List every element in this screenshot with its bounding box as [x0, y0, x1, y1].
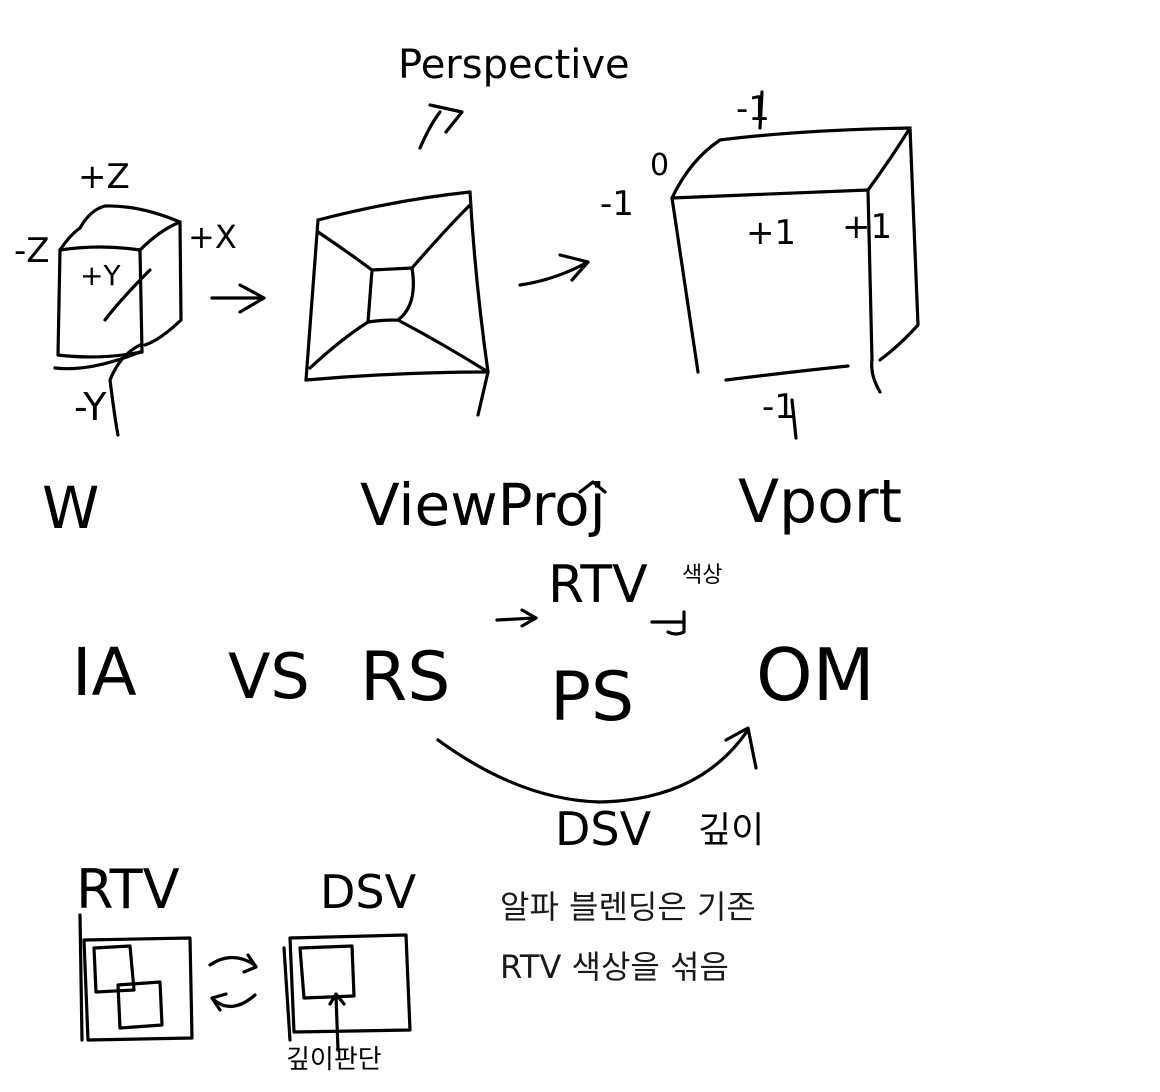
dsv-curve-arrow — [436, 726, 758, 804]
rtv-arrows — [495, 608, 686, 636]
dsv-buffer-label: DSV — [320, 865, 417, 919]
arrow-viewproj-to-viewport — [518, 253, 590, 287]
stage-vs: VS — [228, 640, 310, 713]
viewport-corner-plus-inner: +1 — [746, 213, 796, 253]
dsv-buffer-box — [282, 933, 412, 1052]
viewport-corner-origin: 0 — [650, 148, 669, 183]
stage-ps: PS — [550, 658, 634, 737]
caret-mark — [578, 480, 607, 494]
stage-ia: IA — [72, 634, 137, 711]
rtv-buffer-box — [78, 913, 194, 1042]
alpha-blend-note-line1: 알파 블렌딩은 기존 — [500, 888, 756, 926]
dsv-depth-note: 깊이 — [698, 810, 764, 851]
world-cube — [53, 204, 183, 437]
viewport-corner-left: -1 — [600, 184, 634, 224]
axis-plus-x: +X — [188, 218, 237, 256]
dsv-path-label: DSV — [555, 802, 652, 856]
viewport-label: Vport — [738, 467, 902, 537]
viewport-corner-bottom: -1 — [762, 387, 796, 427]
axis-minus-z: -Z — [14, 231, 50, 271]
stage-rs: RS — [360, 638, 450, 717]
stage-om: OM — [756, 633, 875, 717]
axis-minus-y: -Y — [74, 385, 107, 429]
axis-plus-y: +Y — [80, 259, 121, 292]
rtv-buffer-label: RTV — [76, 858, 180, 921]
depth-test-label: 깊이판단 — [286, 1045, 382, 1075]
rtv-path-label: RTV — [548, 555, 648, 615]
view-proj-label: ViewProj — [360, 471, 606, 539]
axis-plus-z: +Z — [78, 157, 130, 197]
world-label: W — [42, 474, 99, 542]
alpha-blend-note-line2: RTV 색상을 섞음 — [500, 948, 729, 986]
viewport-corner-top: -1 — [736, 89, 770, 129]
perspective-label: Perspective — [398, 42, 630, 88]
arrow-world-to-viewproj — [210, 283, 266, 314]
viewport-cube — [670, 90, 920, 440]
swap-arrows — [208, 953, 258, 1012]
rtv-color-note: 색상 — [682, 563, 722, 588]
viewport-corner-right: +1 — [842, 207, 892, 247]
view-proj-frustum — [304, 103, 490, 417]
